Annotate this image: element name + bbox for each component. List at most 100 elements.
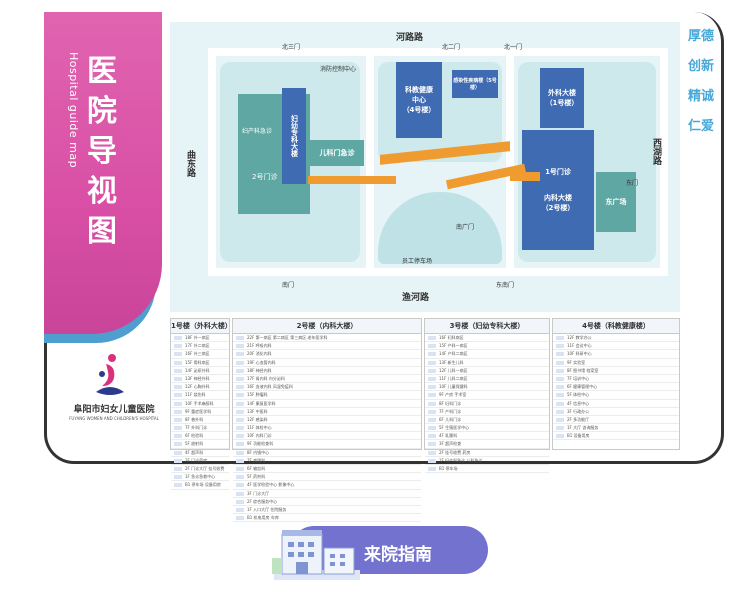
directory-row: 7F 外科门诊 bbox=[171, 424, 229, 433]
directory-row: 7F 病理科 bbox=[233, 457, 421, 465]
zone-fire-control: 消防控制中心 bbox=[320, 66, 357, 73]
directory-row: 9F 产房 手术室 bbox=[425, 391, 549, 400]
banner bbox=[44, 12, 162, 334]
directory-row: 4F 超声科 bbox=[171, 449, 229, 457]
directory-row: 7F 培训中心 bbox=[553, 375, 679, 384]
gate-south[interactable]: 南门 bbox=[282, 282, 295, 289]
directory-row: 14F 产科二病区 bbox=[425, 350, 549, 359]
hospital-name: 阜阳市妇女儿童医院 bbox=[73, 405, 155, 415]
building-1-sub: （1号楼） bbox=[545, 99, 579, 107]
visit-guide-label: 来院指南 bbox=[364, 545, 432, 565]
building-5[interactable]: 感染性疾病楼（5号楼） bbox=[452, 70, 498, 98]
building-4-title: 科教健康中心 bbox=[405, 86, 433, 104]
building-1[interactable]: 外科大楼 （1号楼） bbox=[540, 68, 584, 128]
value-item: 厚德 bbox=[687, 29, 714, 44]
directory-row: 3F 门诊大厅 bbox=[233, 490, 421, 498]
directory-row: 4F 医学检验中心 影像中心 bbox=[233, 481, 421, 490]
directory-row: 7F 产科门诊 bbox=[425, 408, 549, 416]
building-1-title: 外科大楼 bbox=[548, 89, 576, 97]
directory-row: 5F 生殖医学中心 bbox=[425, 424, 549, 433]
hospital-name-en: FUYANG WOMEN AND CHILDREN'S HOSPITAL bbox=[69, 416, 159, 421]
building-4[interactable]: 科教健康中心 （4号楼） bbox=[396, 62, 442, 138]
zone-south-entrance: 南广门 bbox=[456, 224, 475, 231]
directory-row: 19F 心血管内科 bbox=[233, 359, 421, 367]
directory-row: 6F 健康管理中心 bbox=[553, 383, 679, 392]
directory-row: 1F 妇产科急诊 儿科急诊 bbox=[425, 457, 549, 465]
directory-row: B1 停车场 bbox=[425, 465, 549, 474]
directory-row: 16F 妇科病区 bbox=[425, 334, 549, 343]
directory-row: 2F 多功能厅 bbox=[553, 416, 679, 425]
directory-row: B1 设备用房 bbox=[553, 432, 679, 441]
banner-title-char: 医 bbox=[87, 54, 117, 89]
directory-row: 9F 功能检查科 bbox=[233, 440, 421, 449]
directory-title: 1号楼（外科大楼） bbox=[171, 319, 232, 334]
directory-row: 20F 消化内科 bbox=[233, 350, 421, 359]
directory-title: 4号楼（科教健康楼） bbox=[553, 319, 679, 334]
building-3-tower[interactable]: 妇幼专科大楼 bbox=[282, 88, 306, 184]
directory-row: 10F 儿童保健科 bbox=[425, 383, 549, 392]
building-2-title: 内科大楼 bbox=[544, 194, 572, 202]
value-item: 仁爱 bbox=[687, 119, 714, 134]
directory-title: 2号楼（内科大楼） bbox=[233, 319, 421, 334]
directory-row: 13F 神经外科 bbox=[171, 375, 229, 384]
gate-north-3[interactable]: 北三门 bbox=[282, 44, 301, 51]
directory-row: 11F 烧伤科 bbox=[171, 391, 229, 400]
directory-row: 6F 检验科 bbox=[171, 432, 229, 441]
gate-north-2[interactable]: 北二门 bbox=[442, 44, 461, 51]
road-east: 西湖路 bbox=[651, 138, 661, 165]
directory-row: 18F 外一病区 bbox=[171, 334, 229, 343]
hospital-logo-icon bbox=[96, 354, 124, 395]
zone-staff-parking: 员工停车场 bbox=[402, 258, 433, 265]
zone-outpatient-2: 2号门诊 bbox=[252, 173, 278, 181]
gate-north-1[interactable]: 北一门 bbox=[504, 44, 523, 51]
directory-row: 1F 大厅 咨询服务 bbox=[553, 424, 679, 433]
directory-row: 4F 乳腺科 bbox=[425, 432, 549, 441]
road-south: 渔河路 bbox=[402, 293, 430, 303]
directory-row: 5F 放射科 bbox=[171, 440, 229, 449]
directory-row: 15F 骨科病区 bbox=[171, 359, 229, 367]
building-2[interactable]: 1号门诊 内科大楼 （2号楼） bbox=[522, 130, 594, 250]
directory-row: 4F 信息中心 bbox=[553, 400, 679, 408]
gate-east[interactable]: 东门 bbox=[626, 180, 639, 187]
directory-row: 21F 呼吸内科 bbox=[233, 342, 421, 351]
directory-row: B1 机电用房 车库 bbox=[233, 514, 421, 523]
value-item: 创新 bbox=[687, 59, 714, 74]
hospital-map: 妇幼专科大楼 妇产科急诊 2号门诊 儿科门急诊 科教健康中心 （4号楼） 感染性… bbox=[170, 22, 680, 312]
directory-row: 16F 外三病区 bbox=[171, 350, 229, 359]
directory-row: 13F 新生儿科 bbox=[425, 359, 549, 367]
core-values: 厚德 创新 精诚 仁爱 bbox=[686, 22, 716, 142]
directory-row: 17F 外二病区 bbox=[171, 342, 229, 351]
banner-subtitle: Hospital guide map bbox=[67, 52, 80, 169]
directory-row: 3F 行政办公 bbox=[553, 408, 679, 416]
directory-row: 15F 产科一病区 bbox=[425, 342, 549, 351]
road-north: 河路路 bbox=[396, 33, 424, 43]
directory-row: 11F 会议中心 bbox=[553, 342, 679, 351]
building-2-sub: （2号楼） bbox=[541, 204, 575, 212]
visit-guide-button[interactable] bbox=[290, 526, 488, 574]
directory-row: 17F 肾内科 内分泌科 bbox=[233, 375, 421, 384]
directory-row: 12F 心胸外科 bbox=[171, 383, 229, 392]
road-west: 曲东路 bbox=[185, 150, 195, 177]
directory-row: 5F 体检中心 bbox=[553, 391, 679, 400]
directory-row: 2F 门诊大厅 挂号收费 bbox=[171, 465, 229, 474]
banner-title-char: 图 bbox=[87, 214, 117, 249]
directory-row: 1F 急诊急救中心 bbox=[171, 473, 229, 482]
directory-row: 9F 实验室 bbox=[553, 359, 679, 367]
directory-row: 14F 康复医学科 bbox=[233, 400, 421, 408]
directory-row: 8F 内镜中心 bbox=[233, 449, 421, 457]
directory-row: 6F 输血科 bbox=[233, 465, 421, 474]
directory-row: 11F 体检中心 bbox=[233, 424, 421, 433]
directory-row: B1 停车场 设备用房 bbox=[171, 481, 229, 490]
gate-southeast[interactable]: 东南门 bbox=[496, 282, 515, 289]
directory-row: 1F 入口大厅 住院服务 bbox=[233, 506, 421, 515]
directory-row: 2F 挂号收费 药房 bbox=[425, 449, 549, 457]
building-3-title: 妇幼专科大楼 bbox=[290, 115, 299, 157]
building-4-sub: （4号楼） bbox=[402, 106, 436, 114]
directory-row: 8F 图书馆 档案室 bbox=[553, 367, 679, 375]
banner-title-char: 视 bbox=[87, 174, 117, 209]
directory-row: 10F 科研中心 bbox=[553, 350, 679, 359]
